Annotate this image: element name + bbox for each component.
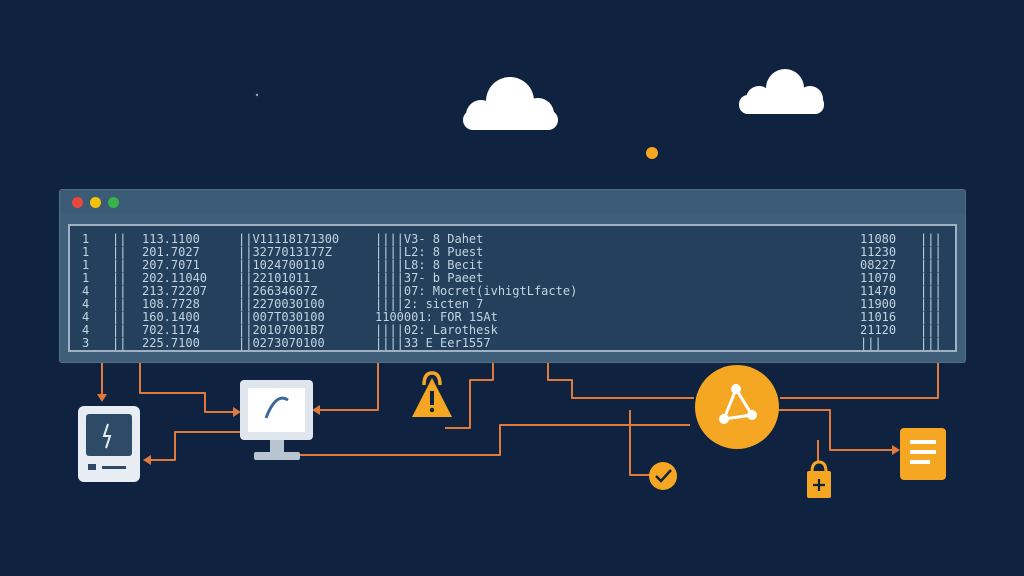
terminal-cell: 4	[82, 323, 90, 337]
terminal-cell: 702.1174	[142, 323, 200, 337]
terminal-cell: 11016	[860, 310, 897, 324]
terminal-cell: 11070	[860, 271, 897, 285]
terminal-cell: ||	[112, 297, 127, 311]
terminal-cell: 108.7728	[142, 297, 200, 311]
terminal-line: 4 || 213.72207 ||26634607Z ||||07: Mocret(iv…	[70, 284, 955, 298]
terminal-cell: ||3277013177Z	[238, 245, 332, 259]
terminal-cell: ||||07: Mocret(ivhigtLfacte)	[375, 284, 578, 298]
checkmark-icon	[649, 462, 677, 490]
terminal-cell: 207.7071	[142, 258, 200, 272]
terminal-line: 4 || 702.1174 ||20107001B7 ||||02: Larothesk…	[70, 323, 955, 337]
terminal-cell: 21120	[860, 323, 897, 337]
terminal-output: 1 || 113.1100 ||V11118171300 ||||V3- 8 Dahet…	[68, 224, 957, 352]
terminal-cell: |||	[920, 284, 942, 298]
terminal-cell: 11470	[860, 284, 897, 298]
star-dot	[255, 93, 259, 97]
terminal-cell: ||	[112, 258, 127, 272]
terminal-cell: ||||37- b Paeet	[375, 271, 484, 285]
terminal-cell: ||	[112, 336, 127, 350]
terminal-cell: ||	[112, 323, 127, 337]
connector-lines	[97, 363, 939, 476]
terminal-cell: ||	[112, 310, 127, 324]
terminal-cell: |||	[920, 336, 942, 350]
tablet-icon[interactable]	[78, 406, 140, 482]
terminal-cell: 1	[82, 245, 90, 259]
terminal-cell: ||26634607Z	[238, 284, 318, 298]
terminal-cell: 113.1100	[142, 232, 200, 246]
terminal-cell: |||	[920, 245, 942, 259]
terminal-cell: 1	[82, 232, 90, 246]
terminal-cell: 08227	[860, 258, 897, 272]
terminal-cell: ||	[112, 284, 127, 298]
share-network-icon[interactable]	[695, 365, 779, 449]
terminal-cell: ||	[112, 232, 127, 246]
terminal-cell: 225.7100	[142, 336, 200, 350]
terminal-cell: 1100001: FOR 1SAt	[375, 310, 498, 324]
terminal-cell: ||	[112, 271, 127, 285]
terminal-cell: ||||L2: 8 Puest	[375, 245, 484, 259]
terminal-window: 1 || 113.1100 ||V11118171300 ||||V3- 8 Dahet…	[60, 190, 965, 362]
terminal-cell: ||0273070100	[238, 336, 325, 350]
terminal-cell: 202.11040	[142, 271, 208, 285]
minimize-dot-icon[interactable]	[90, 197, 101, 208]
terminal-cell: 201.7027	[142, 245, 200, 259]
computer-icon[interactable]	[240, 380, 313, 460]
terminal-cell: ||V11118171300	[238, 232, 340, 246]
terminal-cell: ||||V3- 8 Dahet	[375, 232, 484, 246]
terminal-cell: |||	[920, 297, 942, 311]
terminal-line: 1 || 202.11040 ||22101011 ||||37- b Paeet 110…	[70, 271, 955, 285]
terminal-cell: ||||33 E Eer1557	[375, 336, 491, 350]
terminal-cell: 4	[82, 310, 90, 324]
terminal-cell: |||	[920, 271, 942, 285]
terminal-cell: ||2270030100	[238, 297, 325, 311]
cloud-icon-right	[739, 69, 824, 114]
terminal-titlebar	[60, 190, 965, 214]
document-icon[interactable]	[900, 428, 946, 480]
terminal-cell: |||	[920, 310, 942, 324]
terminal-cell: ||20107001B7	[238, 323, 325, 337]
terminal-cell: 160.1400	[142, 310, 200, 324]
warning-lock-icon	[412, 371, 452, 417]
terminal-cell: |||	[920, 258, 942, 272]
terminal-cell: 1	[82, 258, 90, 272]
terminal-line: 1 || 207.7071 ||1024700110 ||||L8: 8 Becit 08…	[70, 258, 955, 272]
terminal-cell: 11900	[860, 297, 897, 311]
cloud-icon-left	[463, 77, 558, 130]
terminal-cell: 213.72207	[142, 284, 208, 298]
terminal-cell: ||007T030100	[238, 310, 325, 324]
lock-icon	[807, 460, 831, 498]
sun-dot	[646, 147, 658, 159]
terminal-cell: |||	[920, 232, 942, 246]
terminal-cell: ||||2: sicten 7	[375, 297, 484, 311]
terminal-cell: 4	[82, 284, 90, 298]
terminal-cell: ||||02: Larothesk	[375, 323, 498, 337]
close-dot-icon[interactable]	[72, 197, 83, 208]
terminal-line: 1 || 113.1100 ||V11118171300 ||||V3- 8 Dahet…	[70, 232, 955, 246]
terminal-cell: 1	[82, 271, 90, 285]
terminal-line: 4 || 160.1400 ||007T030100 1100001: FOR 1SAt…	[70, 310, 955, 324]
terminal-cell: 11230	[860, 245, 897, 259]
terminal-cell: 11080	[860, 232, 897, 246]
terminal-line: 1 || 201.7027 ||3277013177Z ||||L2: 8 Puest 1…	[70, 245, 955, 259]
maximize-dot-icon[interactable]	[108, 197, 119, 208]
terminal-cell: ||||L8: 8 Becit	[375, 258, 484, 272]
terminal-cell: 4	[82, 297, 90, 311]
terminal-cell: ||22101011	[238, 271, 311, 285]
terminal-cell: ||1024700110	[238, 258, 325, 272]
terminal-line: 4 || 108.7728 ||2270030100 ||||2: sicten 7 11…	[70, 297, 955, 311]
terminal-cell: |||	[860, 336, 882, 350]
terminal-cell: 3	[82, 336, 90, 350]
terminal-cell: ||	[112, 245, 127, 259]
terminal-line: 3 || 225.7100 ||0273070100 ||||33 E Eer1557 |…	[70, 336, 955, 350]
terminal-cell: |||	[920, 323, 942, 337]
